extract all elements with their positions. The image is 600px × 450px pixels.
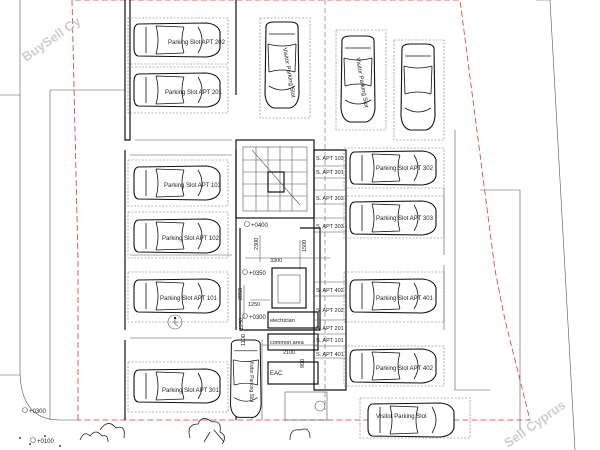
watermark-bottom-right: Sell Cyprus [501,397,568,450]
parking-slot-p-202: Parking Slot APT 202 [133,22,226,58]
svg-text:Parking Slot APT 402: Parking Slot APT 402 [376,366,434,372]
svg-text:S. APT 303: S. APT 303 [316,224,344,230]
parking-slot-p-102: Parking Slot APT 102 [133,218,221,254]
parking-slot-p-302: Parking Slot APT 302 [349,150,437,186]
svg-text:Parking Slot APT 103: Parking Slot APT 103 [164,183,222,189]
right-parking-structure [259,17,471,439]
parking-slot-v-2: Visitor Parking Slot [340,35,376,123]
parking-slot-p-402: Parking Slot APT 402 [349,348,437,384]
svg-text:1500: 1500 [302,240,308,252]
svg-text:1250: 1250 [239,318,245,330]
svg-text:Parking Slot APT 301: Parking Slot APT 301 [162,388,220,394]
room-labels: electrician common area EAC [270,318,305,377]
parking-slot-p-201: Parking Slot APT 201 [133,72,223,108]
svg-text:Parking Slot APT 202: Parking Slot APT 202 [168,40,226,46]
dimension-lines: 2300 1250 3300 2050 1250 2100 1100 900 1… [238,235,330,368]
svg-text:common area: common area [270,340,305,346]
svg-text:Parking Slot APT 401: Parking Slot APT 401 [376,296,434,302]
svg-text:1250: 1250 [248,302,260,308]
svg-text:electrician: electrician [270,318,295,324]
stair-core [235,139,328,421]
parking-slot-v-4: Visitor Parking Slot [230,339,262,418]
parking-slot-p-103: Parking Slot APT 103 [133,165,222,201]
accessibility-icon [167,314,183,330]
svg-text:S. APT 101: S. APT 101 [316,338,344,344]
parking-slot-v-3: Visitor Parking Slot [367,402,455,438]
svg-text:S. APT 301: S. APT 301 [316,170,344,176]
svg-text:Parking Slot APT 302: Parking Slot APT 302 [376,166,434,172]
svg-text:+0100: +0100 [37,439,55,445]
parking-slot-p-101: Parking Slot APT 101 [133,278,221,314]
svg-text:+0350: +0350 [249,271,267,277]
storage-column [313,149,347,391]
parking-slot-p-301-top: Parking Slot APT 301 [133,368,221,404]
svg-text:S. APT 103: S. APT 103 [316,156,344,162]
svg-text:Parking Slot APT 101: Parking Slot APT 101 [160,296,218,302]
svg-text:S. APT 302: S. APT 302 [316,196,344,202]
storage-labels: S. APT 103 S. APT 301 S. APT 302 S. APT … [316,156,344,358]
level-marks: +0400 +0350 +0300 +0300 +0100 [22,221,269,445]
svg-text:Parking Slot APT 201: Parking Slot APT 201 [165,90,223,96]
svg-text:3300: 3300 [270,258,282,264]
tree-icons [19,418,311,447]
parking-slot-p-401: Parking Slot APT 401 [349,278,437,314]
svg-text:1100: 1100 [241,334,247,346]
svg-text:+0300: +0300 [249,315,267,321]
left-parking-structure [124,0,237,420]
svg-text:S. APT 201: S. APT 201 [316,326,344,332]
svg-text:S. APT 402: S. APT 402 [316,288,344,294]
watermark-top-left: BuySell Cy [19,13,84,65]
svg-text:S. APT 202: S. APT 202 [316,308,344,314]
svg-text:2100: 2100 [283,350,295,356]
svg-text:Parking Slot APT 102: Parking Slot APT 102 [162,236,220,242]
svg-text:2050: 2050 [238,288,244,300]
svg-text:900: 900 [300,359,306,368]
svg-text:+0300: +0300 [29,409,47,415]
parking-slot-v-1: Visitor Parking Slot [264,21,300,109]
svg-text:Parking Slot APT 303: Parking Slot APT 303 [376,216,434,222]
svg-text:+0400: +0400 [251,223,269,229]
parking-slot-p-302-top [400,43,436,131]
site-boundaries [0,0,576,450]
svg-text:EAC: EAC [270,371,283,377]
svg-text:Visitor Parking Slot: Visitor Parking Slot [248,360,254,403]
svg-text:2300: 2300 [254,238,260,250]
svg-text:S. APT 401: S. APT 401 [316,352,344,358]
svg-text:Visitor Parking Slot: Visitor Parking Slot [376,414,427,420]
parking-slot-p-303: Parking Slot APT 303 [349,200,437,236]
